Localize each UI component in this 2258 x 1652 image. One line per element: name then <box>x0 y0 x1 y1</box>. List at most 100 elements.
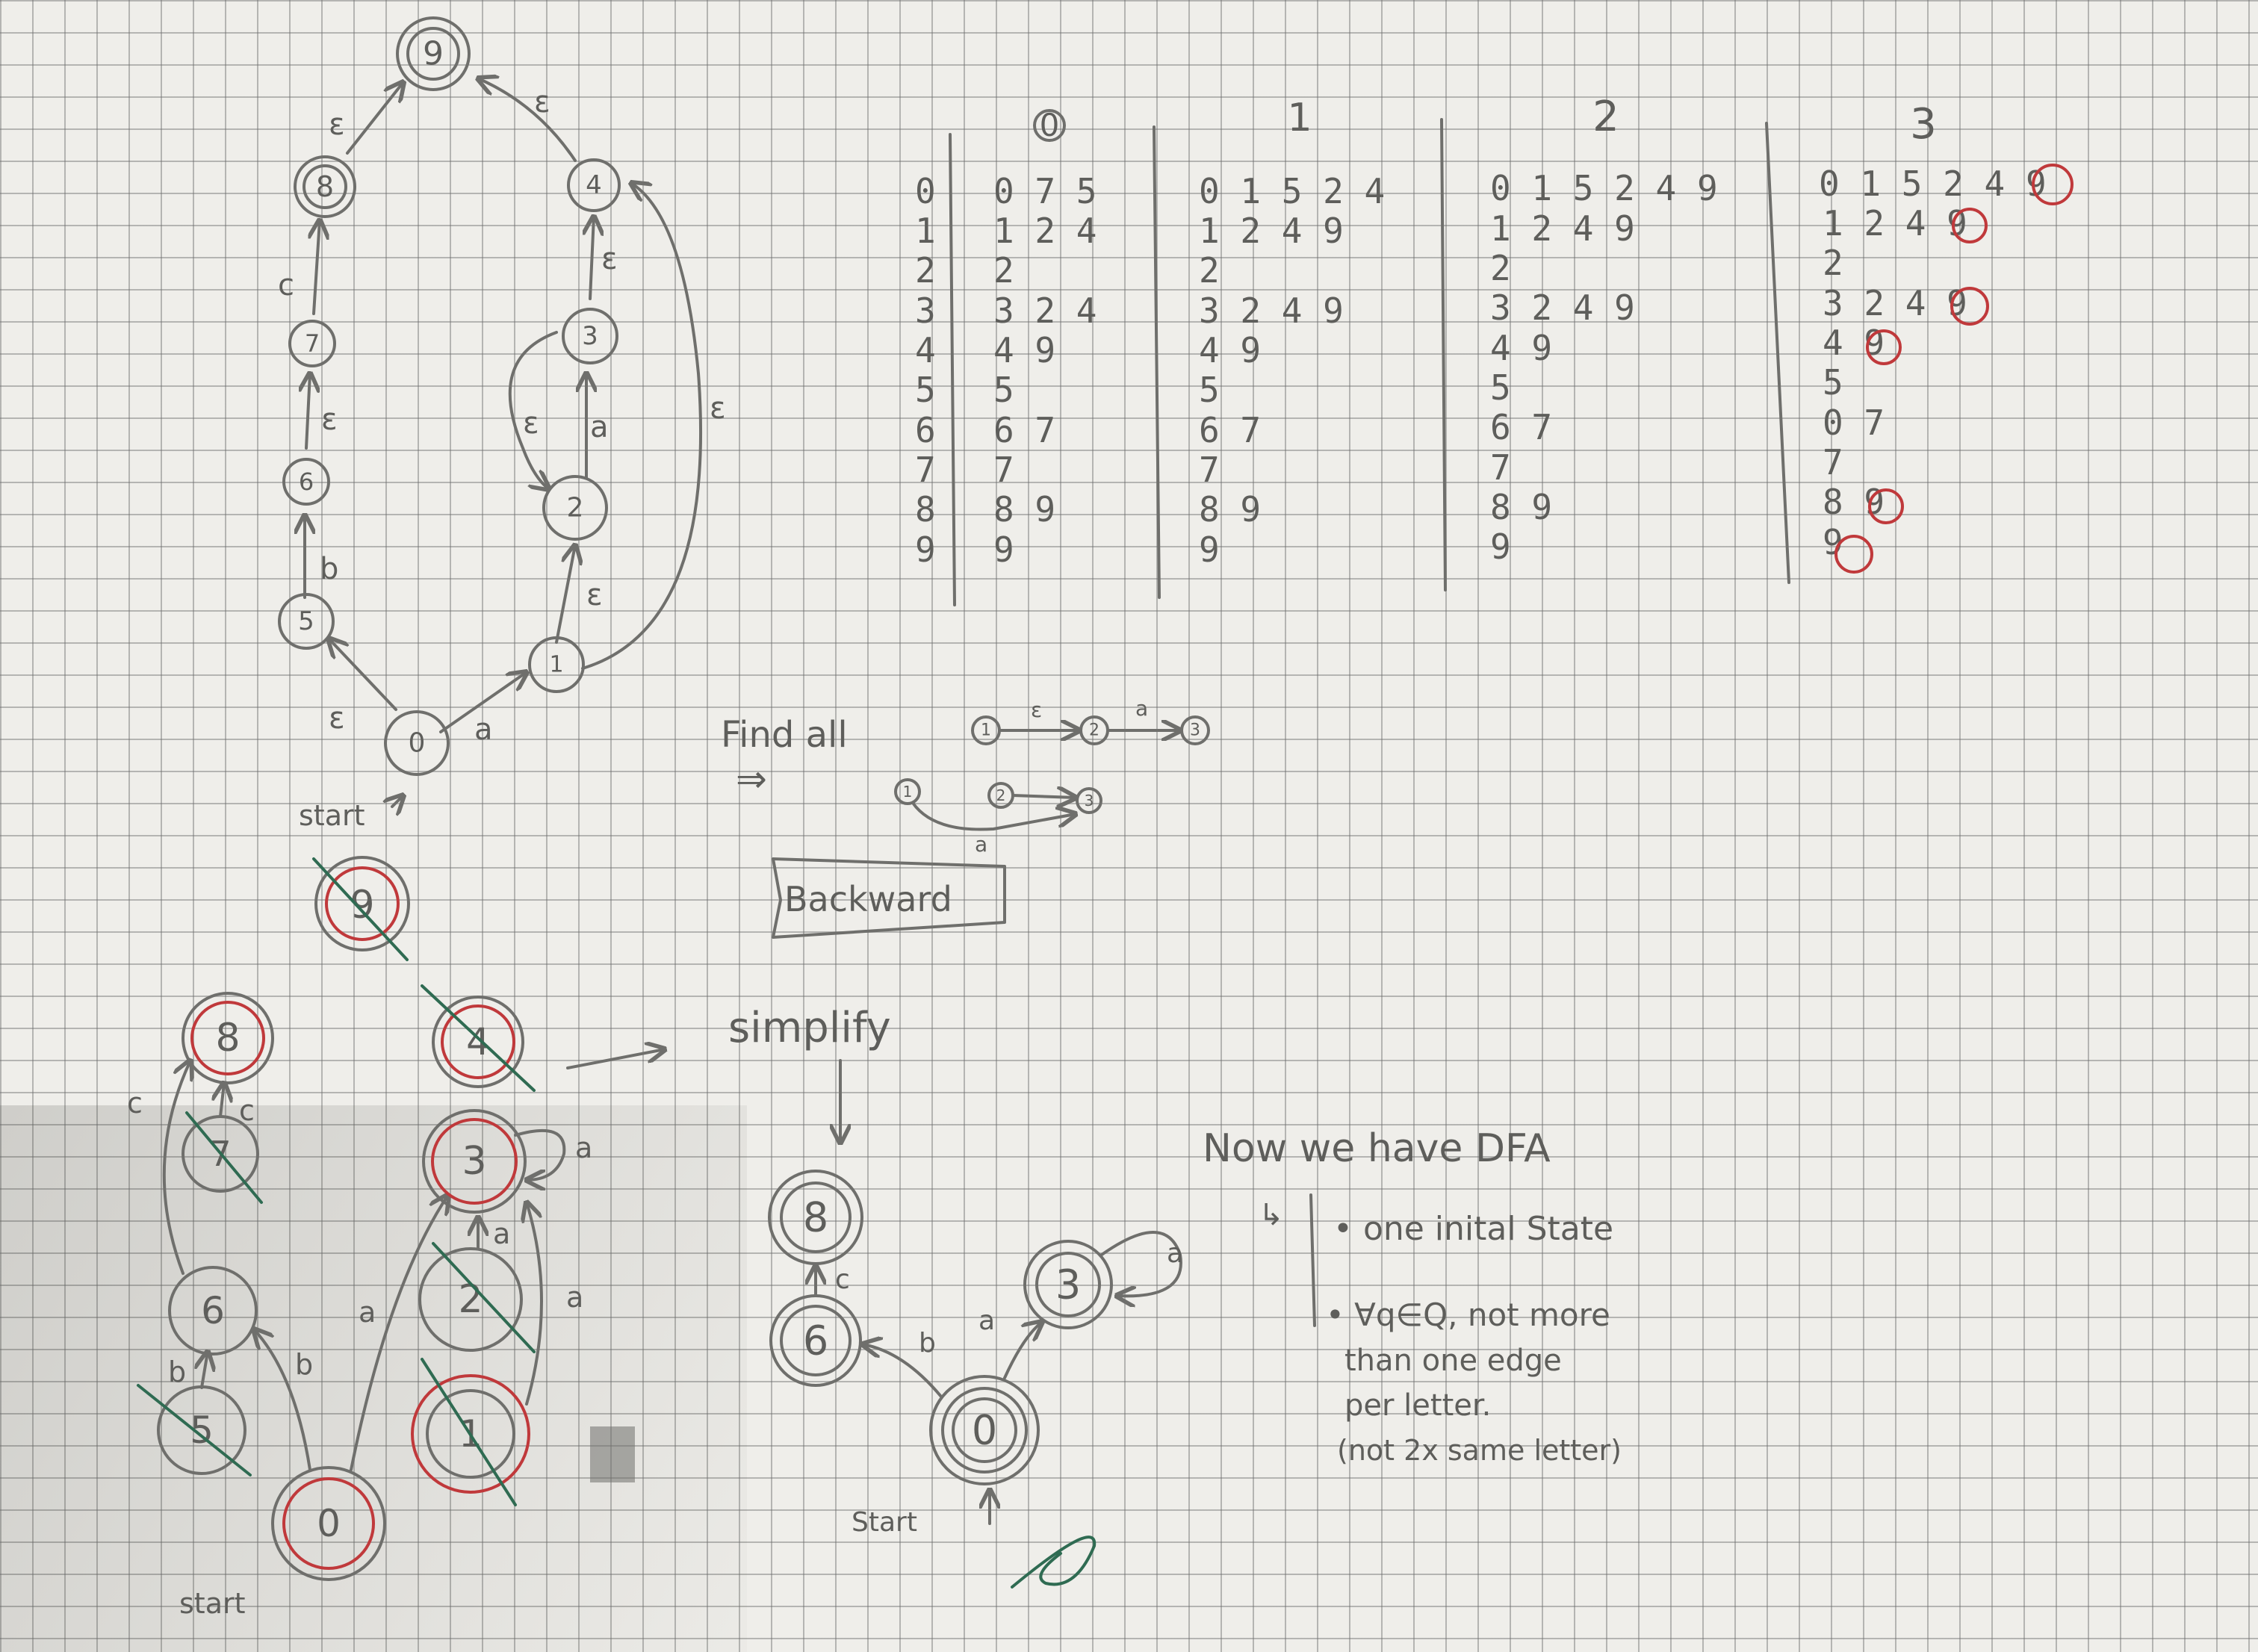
mid-state-0: 0 <box>317 1502 341 1545</box>
row-label: 7 <box>915 450 936 490</box>
find-all-text: Find all <box>721 714 848 756</box>
table-cell: 4 9 <box>993 330 1055 370</box>
mid-edge-label: a <box>566 1281 583 1314</box>
table-cell: 6 7 <box>1490 407 1552 447</box>
table-cell: 8 9 <box>1490 487 1552 527</box>
mini-state-label: 1 <box>981 721 991 740</box>
nfa-edge-label: b <box>320 552 338 586</box>
start-arrow <box>392 795 403 807</box>
table-divider <box>1153 125 1161 599</box>
table-cell: 1 2 4 9 <box>1490 208 1635 249</box>
row-label: 1 <box>915 211 936 251</box>
table-cell: 0 1 5 2 4 <box>1199 171 1385 211</box>
mini-state-3 <box>1180 715 1210 745</box>
nfa-edge-0-5 <box>329 639 397 711</box>
table-cell: 6 7 <box>993 410 1055 450</box>
column-header: 3 <box>1910 100 1937 149</box>
green-doodle <box>1011 1535 1097 1589</box>
nfa-edge-6-7 <box>306 373 310 450</box>
table-cell: 3 2 4 9 <box>1490 288 1635 328</box>
nfa-state-3: 3 <box>562 308 618 364</box>
nfa-state-4: 4 <box>567 158 621 212</box>
dfa-diagram: simplify 8 6 c 3 a 0 b a Start <box>728 1004 1183 1589</box>
nfa-edge-label: ε <box>586 578 603 612</box>
row-label: 6 <box>915 410 936 450</box>
mid-edge-label: c <box>127 1087 143 1120</box>
svg-text:5: 5 <box>298 606 314 636</box>
row-label: 5 <box>915 370 936 410</box>
mid-edge-label: a <box>493 1217 510 1250</box>
nfa-edge-label: ε <box>523 406 539 441</box>
nfa-state-7: 7 <box>288 320 336 367</box>
nfa-edge-1-2 <box>555 545 575 644</box>
mini-edge <box>1011 795 1076 798</box>
find-all-note: Find all ⇒ 1 ε 2 a 3 1 2 3 a Backward <box>721 696 1210 939</box>
table-column-0: 0 7 5 1 2 4 2 3 2 4 4 9 5 6 7 7 8 9 9 <box>993 171 1097 570</box>
table-cell: 0 1 5 2 4 9 <box>1819 164 2047 204</box>
nfa-state-8: 8 <box>294 155 356 218</box>
mini-edge <box>911 801 1076 831</box>
table-cell: 2 <box>993 250 1014 291</box>
nfa-edge-0-1 <box>439 672 527 733</box>
mini-state-label: 2 <box>1089 721 1099 740</box>
nfa-edge-4-9 <box>478 78 577 162</box>
dfa-edge-label: a <box>1167 1238 1183 1269</box>
accepting-markers <box>1834 164 2074 574</box>
start-label: start <box>299 799 365 832</box>
nfa-edge-label: ε <box>329 108 345 142</box>
table-cell: 5 <box>1490 367 1511 408</box>
mid-start-label: start <box>179 1587 246 1620</box>
nfa-edge-1-4 <box>581 183 703 670</box>
dfa-bullet-2-line3: per letter. <box>1344 1388 1491 1423</box>
mini-state-3 <box>1076 787 1102 814</box>
nfa-state-0: 0 <box>384 710 450 776</box>
svg-text:9: 9 <box>423 35 444 73</box>
table-cell: 0 7 <box>1823 403 1885 443</box>
table-cell: 8 9 <box>1199 489 1261 530</box>
table-cell: 1 2 4 9 <box>1199 211 1344 251</box>
table-cell: 7 <box>1199 450 1220 490</box>
intermediate-graph: 9 8 7 c 6 c 5 b 0 b a start 4 <box>127 856 665 1620</box>
header-circle <box>1033 109 1066 142</box>
nfa-edge-8-9 <box>346 82 403 155</box>
mid-state-8: 8 <box>215 1016 240 1061</box>
dfa-state-8: 8 <box>803 1194 828 1241</box>
nfa-edge-7-8 <box>314 220 320 315</box>
table-cell: 9 <box>1490 527 1511 567</box>
row-label: 2 <box>915 250 936 291</box>
svg-text:8: 8 <box>316 170 334 203</box>
svg-text:1: 1 <box>549 652 563 678</box>
nfa-state-1: 1 <box>528 636 585 693</box>
svg-text:7: 7 <box>305 329 320 358</box>
row-label: 9 <box>915 530 936 570</box>
table-column-3: 0 1 5 2 4 9 1 2 4 9 2 3 2 4 9 4 9 5 0 7 … <box>1819 164 2047 562</box>
mini-edge-label: a <box>975 832 987 857</box>
scribble <box>590 1426 635 1482</box>
nfa-edge-label: ε <box>601 242 618 276</box>
svg-text:4: 4 <box>586 170 602 200</box>
dfa-state-0: 0 <box>972 1407 997 1454</box>
implies-arrow: ⇒ <box>736 757 767 801</box>
mini-edge-label: ε <box>1031 698 1042 722</box>
row-label: 4 <box>915 330 936 370</box>
mid-edge-label: a <box>359 1296 376 1329</box>
mini-state-label: 3 <box>1085 792 1094 810</box>
mini-state-label: 3 <box>1190 721 1200 740</box>
table-cell: 2 <box>1823 243 1843 283</box>
nfa-edge-label: ε <box>329 701 345 736</box>
table-cell: 9 <box>1199 530 1220 570</box>
nfa-edge-label: ε <box>710 391 726 426</box>
dfa-edge-label: c <box>835 1264 850 1295</box>
mid-edge-label: b <box>168 1356 186 1388</box>
mid-edge-label: b <box>295 1348 313 1381</box>
column-header: 2 <box>1592 93 1619 141</box>
nfa-edge-3-2 <box>508 331 558 489</box>
table-cell: 1 2 4 9 <box>1823 203 1967 243</box>
column-header: 1 <box>1287 96 1312 140</box>
table-cell: 8 9 <box>993 489 1055 530</box>
nfa-edge-label: ε <box>321 403 338 437</box>
dfa-bullet-2-line2: than one edge <box>1344 1344 1562 1378</box>
nfa-state-5: 5 <box>278 593 335 650</box>
backward-text: Backward <box>784 879 952 919</box>
row-label: 0 <box>915 171 936 211</box>
